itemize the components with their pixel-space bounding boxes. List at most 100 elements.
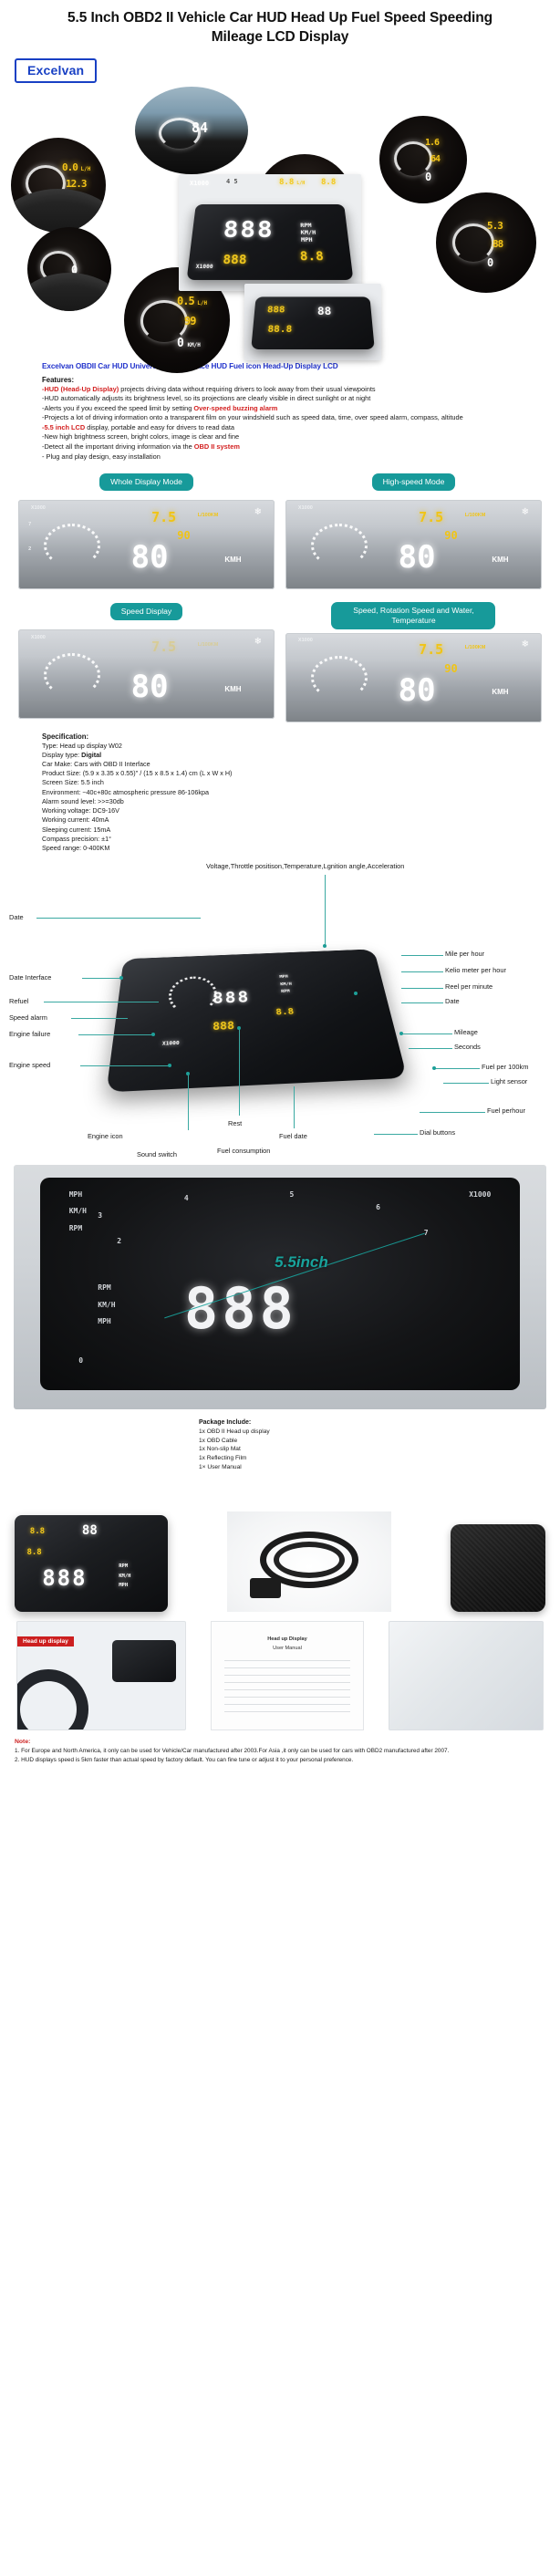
annotation-engine-speed: Engine speed: [9, 1061, 51, 1070]
leader-line: [239, 1028, 240, 1117]
accessory-hud-unit: 8.8 88 8.8 888 RPM KM/H MPH: [15, 1515, 168, 1613]
x1000-label: X1000: [469, 1189, 492, 1199]
package-include-block: Package Include: 1x OBD II Head up displ…: [0, 1409, 560, 1475]
spec-row-environment: Environment: ~40c+80c atmospheric pressu…: [42, 787, 209, 796]
annotation-mileage: Mileage: [454, 1028, 478, 1037]
hero-product-shot: MPH KM/H RPM X1000 0 2 3 4 5 6 7 888 RPM…: [14, 1165, 546, 1410]
snowflake-icon: ❄: [521, 639, 530, 650]
unit-rpm-label: RPM: [68, 1223, 83, 1232]
dial-number-2: 2: [117, 1236, 122, 1245]
x1000-label: X1000: [297, 504, 313, 511]
device-screen: 888 RPM KM/H MPH 8.8 888 X1000: [186, 203, 354, 280]
leader-line: [434, 1068, 480, 1070]
mode-row-1: Whole Display Mode X1000 ❄ 7 2 7.5 L/100…: [0, 473, 560, 590]
leader-line: [294, 1086, 295, 1129]
spec-row-working-voltage: Working voltage: DC9-16V: [42, 806, 119, 815]
features-heading: Features:: [42, 375, 75, 384]
obd-plug-shape: [250, 1577, 282, 1598]
collage-photo-left-upper: 0.0 L/H 12.3 0 KM/H: [11, 137, 106, 233]
leader-line: [401, 955, 443, 957]
note-block: Note: 1. For Europe and North America, i…: [0, 1729, 560, 1777]
dial-number-5: 5: [289, 1189, 295, 1199]
collage-photo-road-top: 84: [135, 86, 248, 174]
note-line-1: 1. For Europe and North America, it only…: [15, 1748, 450, 1755]
mode-screenshot-speed-rotation: X1000 ❄ 7.5 L/100KM 90 80 KMH: [285, 632, 543, 722]
spec-row-car-make: Car Make: Cars with OBD II Interface: [42, 760, 150, 768]
hud-speed-readout: 0: [71, 263, 78, 276]
hud-fuel-readout: 5.3: [487, 219, 503, 232]
page-title: 5.5 Inch OBD2 II Vehicle Car HUD Head Up…: [67, 10, 493, 45]
manual-cover-tab: Head up display: [17, 1636, 74, 1647]
steering-wheel-shape: [17, 1669, 88, 1730]
fuel-unit-label: L/100KM: [197, 512, 219, 518]
annotation-refuel: Refuel: [9, 997, 29, 1006]
annotation-rest: Rest: [228, 1119, 243, 1128]
feature-line-6: -New high brightness screen, bright colo…: [42, 432, 240, 441]
annotation-fuel-date: Fuel date: [279, 1132, 307, 1141]
speed-readout: 80: [130, 669, 169, 706]
annotation-dial-buttons: Dial buttons: [420, 1128, 456, 1137]
leader-line: [325, 875, 326, 947]
hud-rpm-readout: 64: [430, 153, 441, 164]
unit-kmh-stack: KM/H: [98, 1300, 116, 1309]
device-screen: 888 88 88.8: [251, 296, 375, 349]
spec-row-sleeping-current: Sleeping current: 15mA: [42, 825, 111, 834]
accessory-obd-cable: [227, 1511, 391, 1613]
gauge-arc-icon: [43, 652, 100, 697]
x1000-label: X1000: [30, 504, 46, 511]
gauge-arc-icon: [40, 250, 77, 284]
gauge-arc-icon: [310, 655, 368, 700]
gauge-arc-icon: [394, 140, 432, 176]
manual-subtitle: User Manual: [273, 1646, 302, 1652]
hud-rpm-readout: 99: [184, 314, 196, 327]
spec-row-screen-size: Screen Size: 5.5 inch: [42, 778, 104, 787]
manual-row: Head up display Head up Display User Man…: [0, 1612, 560, 1731]
package-item-5: 1× User Manual: [199, 1463, 242, 1470]
rpm-readout: 90: [177, 529, 191, 543]
accessory-nonslip-mat: [451, 1524, 545, 1613]
fuel-unit-label: L/100KM: [464, 645, 486, 651]
rpm-readout: 90: [444, 661, 458, 675]
gauge-arc-icon: [452, 223, 494, 262]
spec-row-product-size: Product Size: (5.9 x 3.35 x 0.55)" / (15…: [42, 769, 233, 778]
speed-unit-label: KMH: [224, 684, 242, 693]
annotation-reel-per-minute: Reel per minute: [445, 982, 493, 992]
spec-row-working-current: Working current: 40mA: [42, 815, 109, 825]
mode-row-2: Speed Display X1000 ❄ 7.5 L/100KM 80 KMH…: [0, 602, 560, 722]
feature-line-5: -5.5 inch LCD display, portable and easy…: [42, 422, 235, 431]
device-photo-bottom-right: 888 88 88.8: [244, 283, 381, 360]
feature-line-8: - Plug and play design, easy installatio…: [42, 452, 161, 461]
leader-line: [401, 1002, 443, 1004]
leader-dot: [399, 1032, 403, 1036]
feature-line-2: -HUD automatically adjusts its brightnes…: [42, 394, 371, 403]
leader-dot: [354, 992, 358, 996]
annotation-speed-alarm: Speed alarm: [9, 1013, 47, 1023]
spec-row-speed-range: Speed range: 0-400KM: [42, 843, 110, 852]
mode-label-speed-display: Speed Display: [109, 603, 183, 620]
annotated-diagram: Voltage,Throttle positison,Temperature,L…: [0, 858, 560, 1159]
mode-high-speed: High-speed Mode X1000 ❄ 7.5 L/100KM 90 8…: [285, 473, 543, 590]
dial-number-6: 6: [376, 1202, 380, 1211]
feature-line-4: -Projects a lot of driving information o…: [42, 413, 463, 422]
features-block: Features: -HUD (Head-Up Display) project…: [0, 375, 560, 462]
leader-line: [80, 1065, 170, 1067]
annotation-fuel-consumption: Fuel consumption: [217, 1147, 271, 1156]
leader-line: [374, 1134, 418, 1136]
hud-fuel-readout: 0.5 L/H: [177, 294, 208, 307]
feature-line-3: -Alerts you if you exceed the speed limi…: [42, 403, 278, 412]
note-heading: Note:: [15, 1739, 31, 1746]
annotation-fuel-perhour: Fuel perhour: [487, 1106, 525, 1116]
photo-collage: 84 0.0 L/H 12.3 0 KM/H 1.8 L/H 93 0 KM/H…: [0, 85, 560, 373]
size-callout: 5.5inch: [275, 1252, 328, 1271]
gauge-arc-icon: [43, 523, 100, 567]
leader-dot: [323, 944, 327, 949]
package-heading: Package Include:: [199, 1419, 252, 1427]
snowflake-icon: ❄: [521, 506, 530, 517]
unit-kmh-label: KM/H: [68, 1207, 87, 1216]
mode-screenshot-speed-display: X1000 ❄ 7.5 L/100KM 80 KMH: [17, 629, 275, 720]
fuel-unit-label: L/100KM: [464, 512, 486, 518]
package-item-3: 1x Non-slip Mat: [199, 1446, 241, 1453]
manual-title: Head up Display: [267, 1636, 307, 1643]
steering-wheel-shape: [27, 272, 111, 311]
leader-line: [401, 971, 443, 973]
